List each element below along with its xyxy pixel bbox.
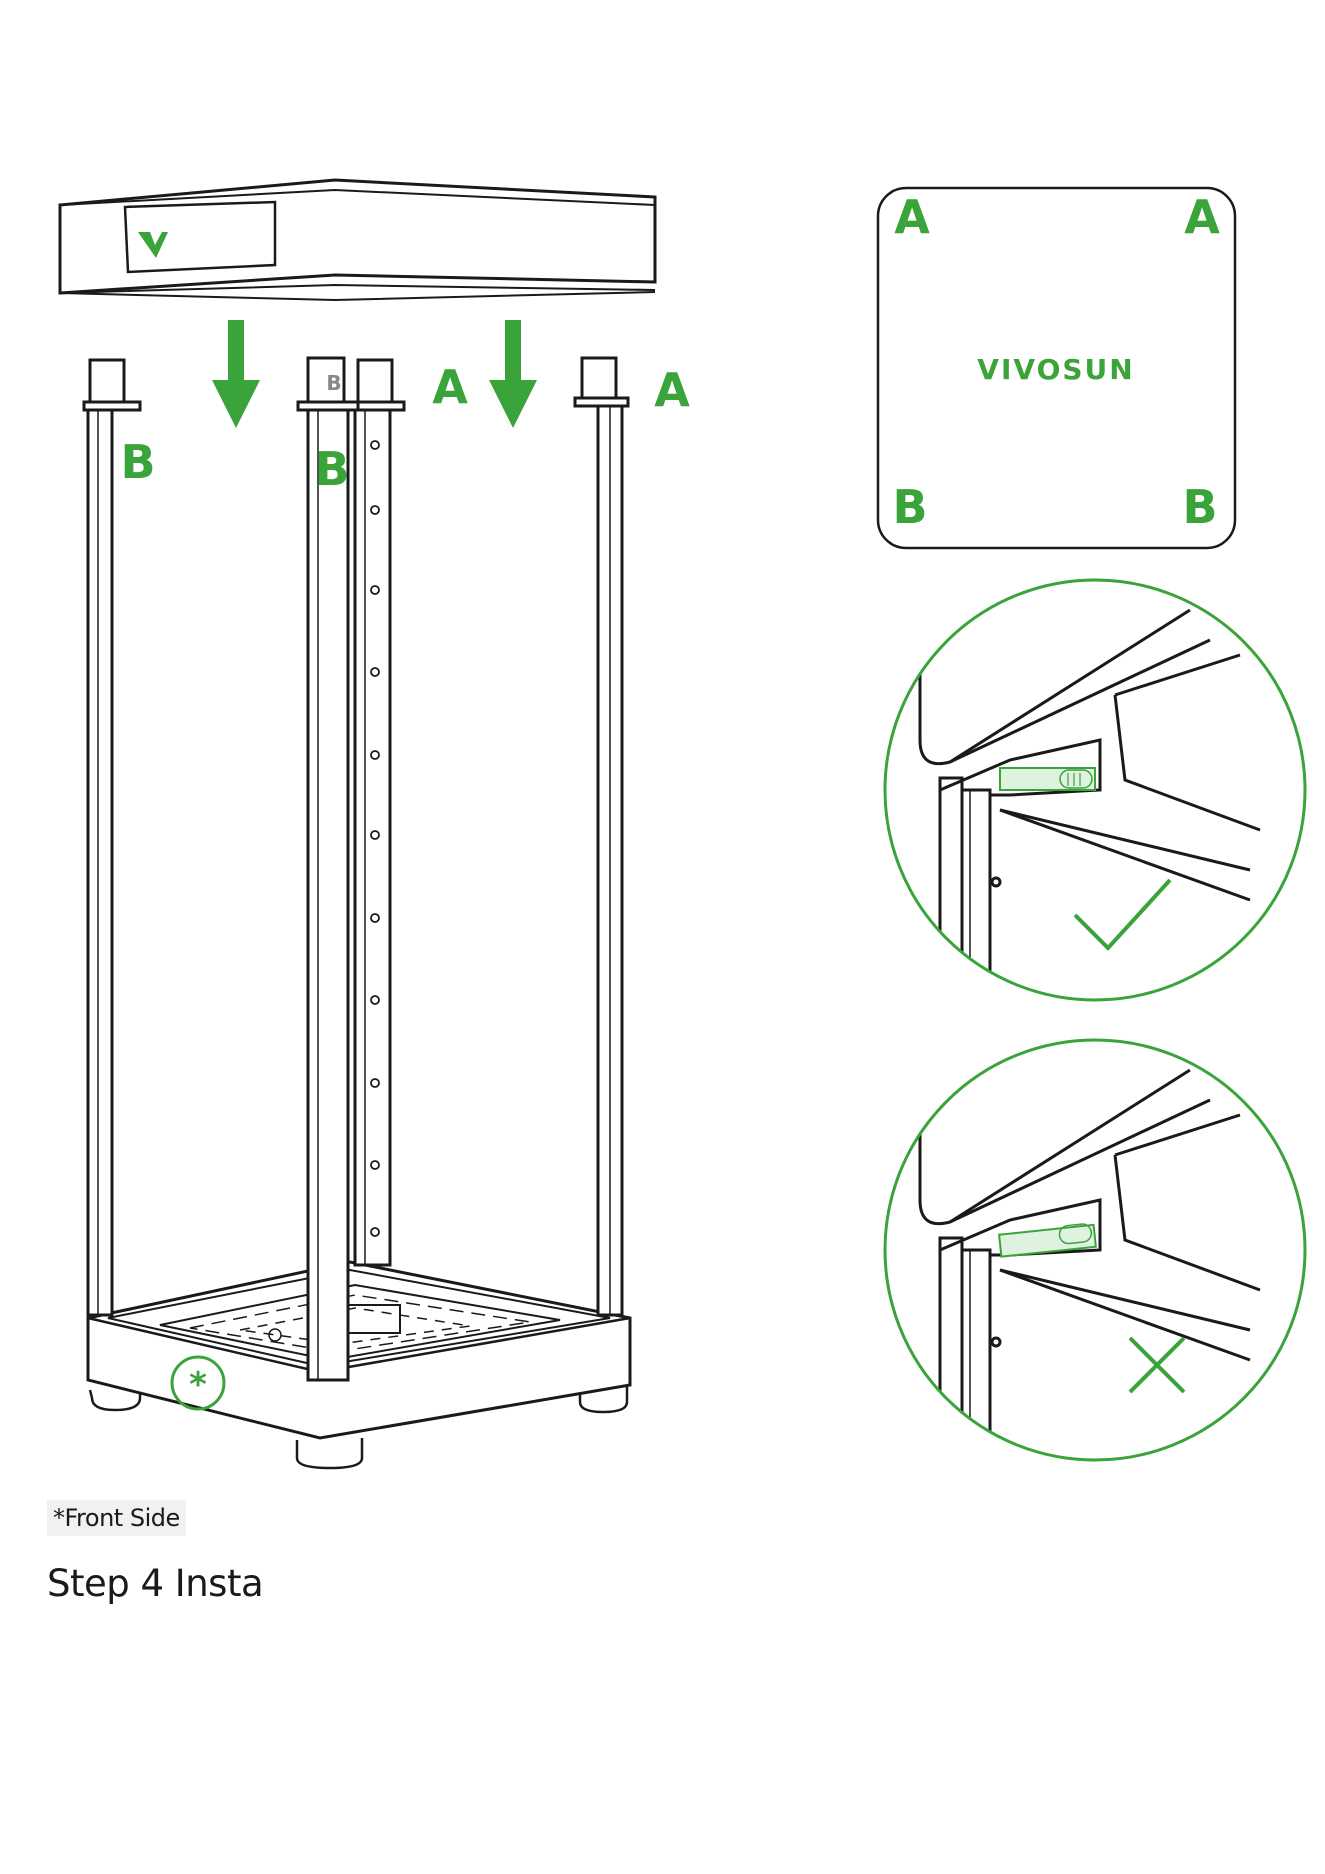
- post-left: [84, 360, 140, 1315]
- detail-correct: [885, 580, 1305, 1010]
- post-cap-label-b: B: [326, 371, 341, 395]
- corner-label-top-right: A: [1184, 190, 1220, 244]
- post-label-a-right: A: [654, 363, 690, 417]
- detail-wrong: [885, 1040, 1305, 1470]
- svg-text:*: *: [189, 1365, 207, 1405]
- orientation-diagram: A A B B VIVOSUN: [878, 188, 1235, 548]
- post-front: [298, 358, 358, 1380]
- corner-label-top-left: A: [894, 190, 930, 244]
- step-title: Step 4 Insta: [47, 1562, 263, 1605]
- corner-label-bottom-left: B: [892, 480, 927, 534]
- post-label-a-mid: A: [432, 360, 468, 414]
- corner-label-bottom-right: B: [1182, 480, 1217, 534]
- post-label-b-left: B: [120, 435, 155, 489]
- post-back-right: [575, 358, 628, 1315]
- cross-icon: [1130, 1338, 1184, 1392]
- checkmark-icon: [1075, 880, 1170, 948]
- brand-logo: VIVOSUN: [977, 353, 1134, 386]
- post-label-b-front: B: [314, 442, 349, 496]
- down-arrow-icon: [212, 320, 260, 428]
- post-back-mid: [352, 360, 404, 1265]
- down-arrow-icon: [489, 320, 537, 428]
- latch-green: [1000, 768, 1095, 790]
- front-side-footnote: *Front Side: [47, 1500, 186, 1536]
- base-tray: [88, 1262, 630, 1468]
